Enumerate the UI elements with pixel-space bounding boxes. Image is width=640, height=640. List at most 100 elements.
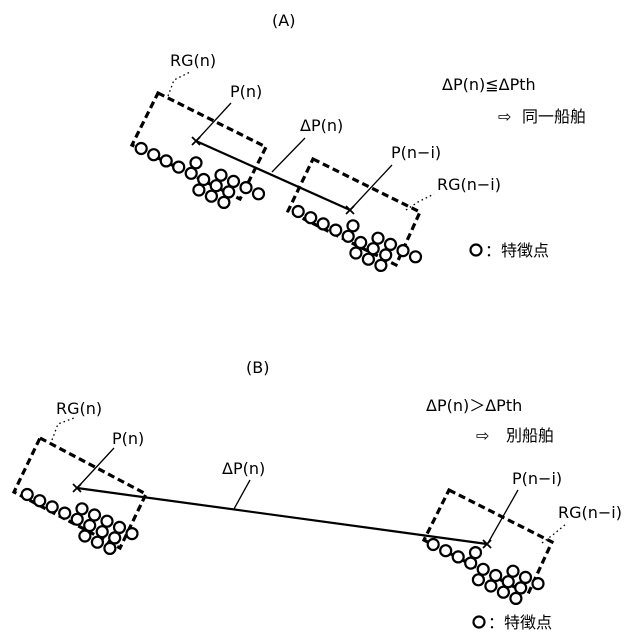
- panel-b-title: (B): [246, 358, 269, 377]
- panel-a-region-ni-label: RG(n−i): [437, 175, 501, 194]
- feature-point-circle: [89, 510, 100, 521]
- panel-a-point-ni-label: P(n−i): [391, 143, 441, 162]
- feature-point-circle: [241, 182, 252, 193]
- feature-point-circle: [533, 578, 544, 589]
- feature-point-circle: [503, 576, 514, 587]
- feature-point-circle: [211, 180, 222, 191]
- panel-a-point-n-leader: [197, 103, 231, 140]
- feature-point-circle: [79, 531, 90, 542]
- feature-point-circle: [330, 225, 341, 236]
- feature-point-circle: [350, 248, 361, 259]
- feature-point-circle: [72, 514, 83, 525]
- panel-b-region-ni-leader: [542, 524, 566, 543]
- feature-point-circle: [375, 260, 386, 271]
- panel-b-displacement-line: [77, 488, 487, 544]
- panel-a-result-arrow: ⇨: [498, 107, 511, 126]
- panel-b-legend-text: ：特徴点: [488, 613, 552, 632]
- feature-point-circle: [508, 566, 519, 577]
- panel-b-region-n: [14, 438, 146, 554]
- feature-point-circle: [428, 539, 439, 550]
- panel-b-feature-points-ni: [428, 539, 544, 604]
- panel-b-point-n-label: P(n): [112, 429, 144, 448]
- panel-b-delta-label: ΔP(n): [222, 459, 265, 478]
- panel-b-delta-leader: [234, 480, 250, 509]
- feature-point-circle: [368, 243, 379, 254]
- panel-b-point-n-leader: [78, 448, 114, 487]
- feature-point-circle: [127, 528, 138, 539]
- panel-a-feature-points-n: [136, 143, 264, 208]
- panel-a-legend-circle-icon: [471, 245, 482, 256]
- feature-point-circle: [97, 526, 108, 537]
- feature-point-circle: [398, 245, 409, 256]
- panel-a-result: 同一船舶: [522, 107, 586, 126]
- panel-a-point-ni-leader: [351, 165, 392, 209]
- panel-b-region-ni-label: RG(n−i): [558, 503, 622, 522]
- feature-point-circle: [77, 503, 88, 514]
- panel-b-result: 別船舶: [506, 426, 554, 445]
- feature-point-circle: [485, 581, 496, 592]
- feature-point-circle: [293, 206, 304, 217]
- feature-point-circle: [148, 149, 159, 160]
- panel-a-title: (A): [272, 11, 295, 30]
- panel-b-result-arrow: ⇨: [476, 426, 489, 445]
- feature-point-circle: [59, 508, 70, 519]
- panel-b-legend-circle-icon: [474, 617, 485, 628]
- feature-point-circle: [92, 537, 103, 548]
- panel-a-region-ni: [288, 159, 421, 271]
- panel-b-region-n-leader: [52, 418, 74, 440]
- feature-point-circle: [318, 218, 329, 229]
- feature-point-circle: [498, 587, 509, 598]
- feature-point-circle: [191, 157, 202, 168]
- feature-point-circle: [410, 251, 421, 262]
- feature-point-circle: [104, 543, 115, 554]
- feature-point-circle: [218, 197, 229, 208]
- panel-a: (A) RG(n) P(n) ΔP(n) P(n−i): [132, 11, 586, 271]
- panel-a-point-n-label: P(n): [230, 82, 262, 101]
- feature-point-circle: [84, 520, 95, 531]
- feature-point-circle: [465, 558, 476, 569]
- panel-a-legend-text: ：特徴点: [485, 241, 549, 260]
- panel-a-delta-label: ΔP(n): [300, 116, 343, 135]
- feature-point-circle: [440, 545, 451, 556]
- panel-b-point-ni-leader: [488, 490, 518, 543]
- feature-point-circle: [102, 516, 113, 527]
- panel-a-delta-leader: [272, 138, 305, 172]
- feature-point-circle: [490, 570, 501, 581]
- feature-point-circle: [520, 572, 531, 583]
- feature-point-circle: [510, 593, 521, 604]
- feature-point-circle: [186, 168, 197, 179]
- feature-point-circle: [47, 501, 58, 512]
- feature-point-circle: [380, 249, 391, 260]
- panel-b: (B) RG(n) P(n) ΔP(n) P(n−i): [14, 358, 622, 632]
- feature-point-circle: [343, 231, 354, 242]
- panel-a-condition: ΔP(n)≦ΔPth: [442, 75, 536, 94]
- panel-a-region-ni-leader: [406, 194, 434, 210]
- feature-point-circle: [34, 495, 45, 506]
- feature-point-circle: [473, 574, 484, 585]
- feature-point-circle: [355, 237, 366, 248]
- feature-point-circle: [385, 239, 396, 250]
- feature-point-circle: [161, 155, 172, 166]
- panel-b-condition: ΔP(n)＞ΔPth: [426, 396, 522, 415]
- panel-b-region-n-label: RG(n): [56, 399, 102, 418]
- feature-point-circle: [22, 489, 33, 500]
- feature-point-circle: [253, 188, 264, 199]
- feature-point-circle: [223, 186, 234, 197]
- feature-point-circle: [114, 522, 125, 533]
- feature-point-circle: [109, 532, 120, 543]
- feature-point-circle: [305, 212, 316, 223]
- panel-a-feature-points-ni: [293, 206, 421, 271]
- feature-point-circle: [173, 162, 184, 173]
- feature-point-circle: [228, 176, 239, 187]
- feature-point-circle: [363, 254, 374, 265]
- panel-b-region-ni: [424, 490, 552, 604]
- panel-b-point-ni-label: P(n−i): [512, 469, 562, 488]
- feature-point-circle: [348, 220, 359, 231]
- feature-point-circle: [453, 551, 464, 562]
- panel-a-region-n-label: RG(n): [170, 51, 216, 70]
- feature-point-circle: [136, 143, 147, 154]
- feature-point-circle: [198, 174, 209, 185]
- feature-point-circle: [515, 582, 526, 593]
- panel-a-region-n-leader: [168, 72, 190, 96]
